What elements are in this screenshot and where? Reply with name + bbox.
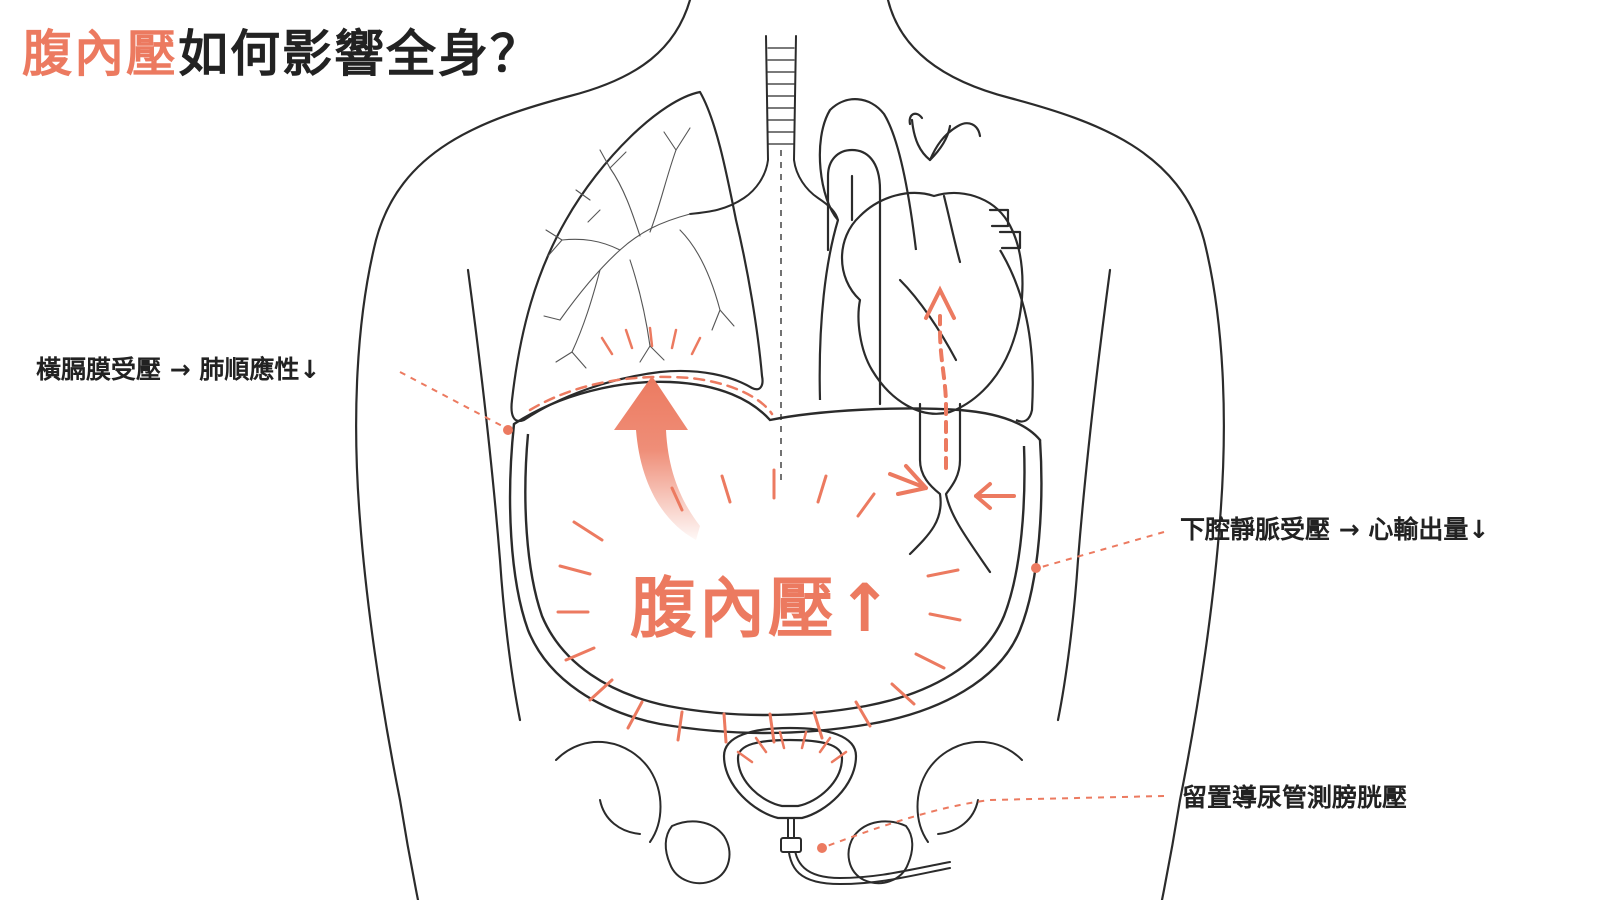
lung-bronchi	[543, 127, 735, 369]
ivc-flow-arrow	[924, 285, 956, 470]
inferior-vena-cava	[908, 402, 992, 574]
diaphragm-ticks	[600, 326, 702, 356]
abdominal-cavity	[508, 423, 1043, 735]
callout-diaphragm: 橫膈膜受壓 → 肺順應性↓	[36, 355, 321, 384]
diaphragm-dashed-arc	[528, 375, 774, 416]
body-left-contour	[355, 0, 692, 900]
trachea	[689, 35, 839, 221]
catheter-connector	[780, 837, 802, 853]
heart-body	[841, 191, 1024, 415]
leader-diaphragm	[399, 371, 507, 429]
left-arm-inner	[466, 268, 522, 722]
pelvis	[555, 740, 1023, 885]
urinary-catheter	[780, 817, 951, 886]
trachea-rings	[767, 47, 795, 145]
body-right-contour	[886, 0, 1225, 900]
callout-dots	[503, 425, 1041, 853]
dot-catheter	[817, 843, 827, 853]
callout-leaders	[399, 371, 1165, 849]
bladder-ticks	[736, 730, 848, 764]
leader-catheter	[821, 795, 1165, 849]
title-rest: 如何影響全身？	[178, 25, 542, 83]
body-outline	[355, 0, 1225, 900]
leader-ivc	[1037, 531, 1165, 569]
left-lung	[510, 90, 764, 423]
diaphragm	[512, 380, 1042, 442]
heart	[826, 112, 1024, 415]
page-title: 腹內壓如何影響全身？	[22, 14, 542, 86]
right-arm-inner	[1056, 268, 1112, 722]
ivc-compression-arrows	[888, 464, 1016, 510]
callout-ivc: 下腔靜脈受壓 → 心輸出量↓	[1180, 515, 1490, 544]
pressure-ticks	[556, 468, 962, 744]
diaphragm-push-arrow	[614, 376, 700, 540]
right-lung	[818, 98, 1034, 423]
callout-catheter: 留置導尿管測膀胱壓	[1182, 783, 1408, 812]
dot-ivc	[1031, 563, 1041, 573]
aorta	[826, 148, 882, 406]
abdominal-pressure-label: 腹內壓↑	[630, 570, 896, 647]
bladder	[722, 726, 858, 820]
dot-diaphragm	[503, 425, 513, 435]
title-accent: 腹內壓	[22, 25, 178, 83]
